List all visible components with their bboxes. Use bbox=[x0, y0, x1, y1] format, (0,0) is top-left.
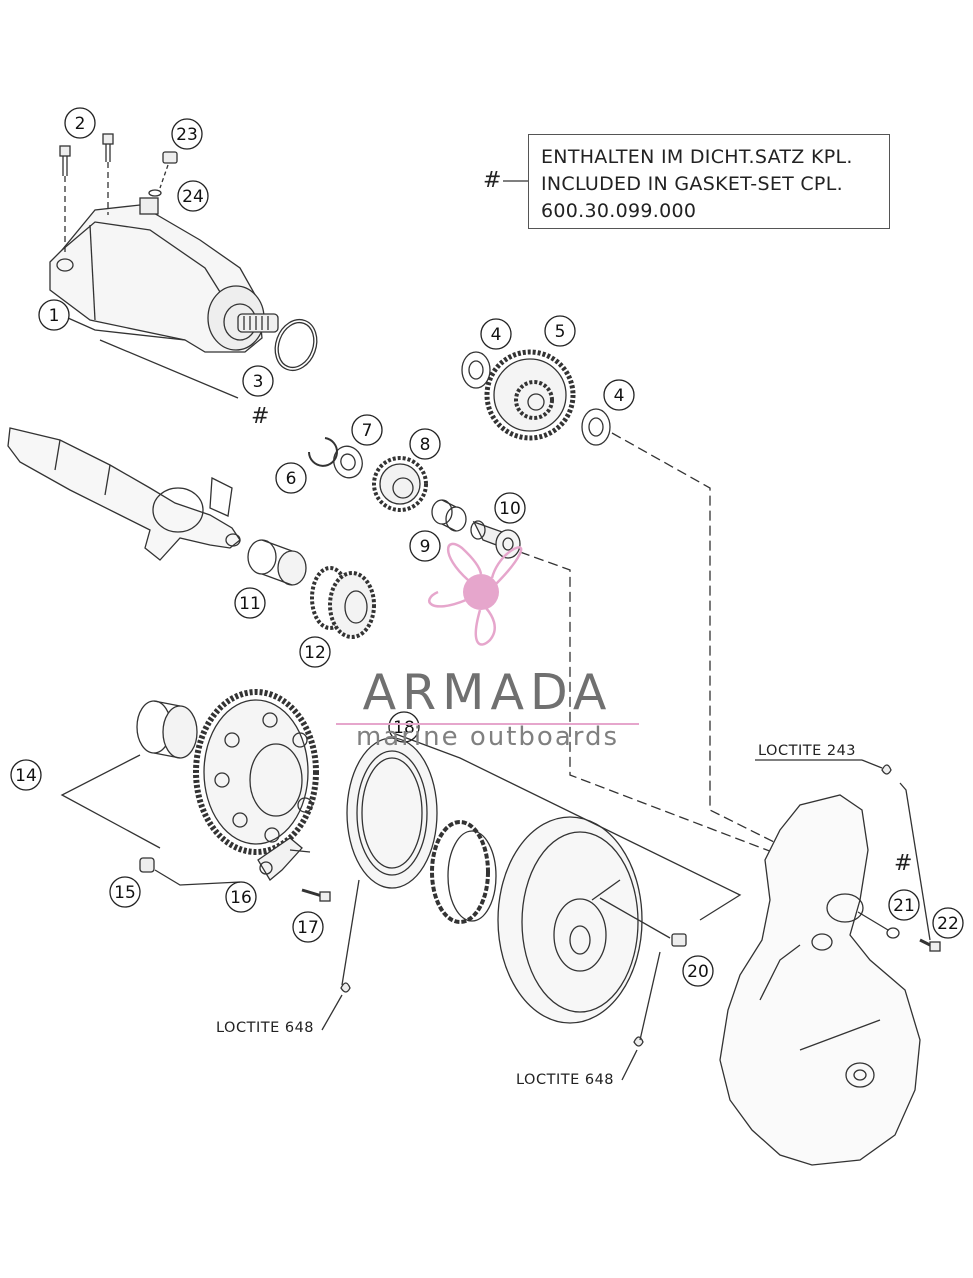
ignition-cover bbox=[719, 794, 921, 1166]
callout-number: 7 bbox=[362, 421, 373, 441]
callout-number: 14 bbox=[15, 766, 37, 786]
callout-number: 20 bbox=[687, 962, 709, 982]
brand-divider bbox=[336, 723, 639, 725]
bearing-4-right bbox=[581, 408, 611, 446]
notice-hash-marker: # bbox=[483, 168, 502, 193]
callout-number: 2 bbox=[75, 114, 86, 134]
loctite-648-right-label: LOCTITE 648 bbox=[516, 1072, 615, 1088]
notice-part-number: 600.30.099.000 bbox=[541, 200, 697, 222]
callout-number: 23 bbox=[176, 125, 198, 145]
shaft-10 bbox=[470, 520, 521, 559]
callout-number: 16 bbox=[230, 888, 252, 908]
gear-8 bbox=[372, 456, 428, 512]
callout-number: 4 bbox=[491, 325, 502, 345]
armada-watermark: ARMADA marine outboards bbox=[330, 665, 645, 753]
starter-motor bbox=[49, 197, 279, 353]
bearing-4-left bbox=[461, 351, 491, 389]
brand-name: ARMADA bbox=[362, 664, 613, 721]
callout-number: 9 bbox=[420, 537, 431, 557]
callout-number: 4 bbox=[614, 386, 625, 406]
clutch-ring-18 bbox=[346, 737, 438, 889]
callout-number: 17 bbox=[297, 918, 319, 938]
gear-12 bbox=[310, 566, 376, 639]
callout-number: 10 bbox=[499, 499, 521, 519]
callout-number: 21 bbox=[893, 896, 915, 916]
notice-line-english: INCLUDED IN GASKET-SET CPL. bbox=[541, 173, 843, 195]
loctite-243-label: LOCTITE 243 bbox=[758, 743, 857, 759]
callout-number: 3 bbox=[253, 372, 264, 392]
freewheel-cage bbox=[430, 820, 497, 924]
callout-number: 12 bbox=[304, 643, 326, 663]
flywheel-rotor bbox=[497, 816, 643, 1024]
o-ring bbox=[274, 318, 318, 372]
hash-marker-washer: # bbox=[894, 851, 913, 876]
gasket-set-notice: ENTHALTEN IM DICHT.SATZ KPL. INCLUDED IN… bbox=[528, 134, 890, 229]
callout-number: 1 bbox=[49, 306, 60, 326]
needle-bearing-9 bbox=[431, 499, 467, 532]
needle-bearing-11 bbox=[247, 539, 307, 586]
crankshaft bbox=[7, 427, 241, 561]
screw bbox=[59, 133, 114, 256]
callout-number: 11 bbox=[239, 594, 261, 614]
notice-line-german: ENTHALTEN IM DICHT.SATZ KPL. bbox=[541, 146, 853, 168]
callout-number: 5 bbox=[555, 322, 566, 342]
loctite-648-left-label: LOCTITE 648 bbox=[216, 1020, 315, 1036]
brand-tagline: marine outboards bbox=[355, 722, 620, 752]
callout-number: 15 bbox=[114, 883, 136, 903]
callout-number: 6 bbox=[286, 469, 297, 489]
bearing-sleeve bbox=[136, 700, 198, 759]
lever-16 bbox=[257, 837, 303, 881]
callout-number: 24 bbox=[182, 187, 204, 207]
hash-marker-o-ring: # bbox=[251, 404, 270, 429]
brand-logo-icon bbox=[428, 542, 523, 646]
gear-5 bbox=[484, 349, 576, 441]
callout-labels bbox=[10, 107, 964, 987]
callout-number: 8 bbox=[420, 435, 431, 455]
gear-14 bbox=[193, 689, 319, 855]
callout-number: 22 bbox=[937, 914, 959, 934]
